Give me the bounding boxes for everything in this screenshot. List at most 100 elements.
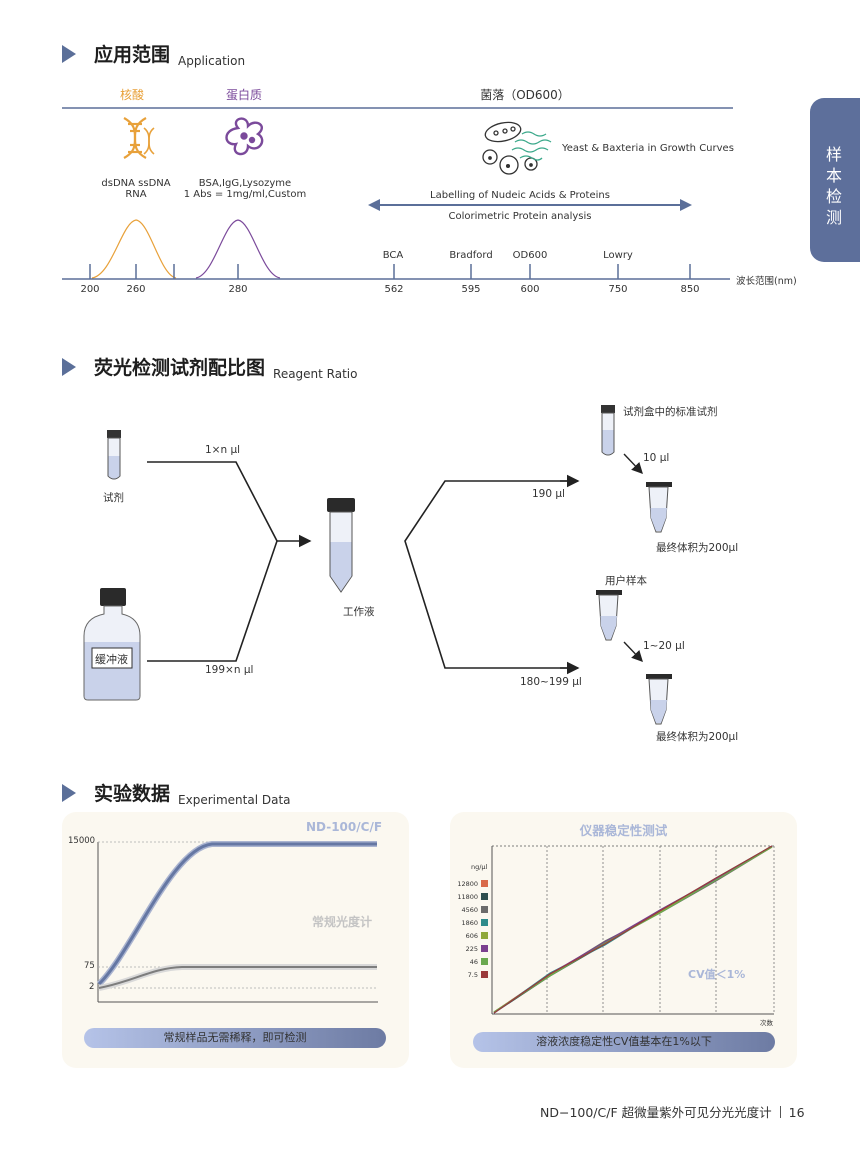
legend-item: 12800 <box>452 877 488 890</box>
legend-item-label: 225 <box>465 944 478 953</box>
nucleic-types-2: RNA <box>125 189 147 200</box>
legend-swatch <box>481 971 488 978</box>
working-tube-icon <box>327 498 355 593</box>
legend-item-label: 606 <box>465 931 478 940</box>
legend-item-label: 11800 <box>457 892 478 901</box>
vol-user-label: 1~20 µl <box>643 640 685 652</box>
comparison-panel <box>62 812 409 1068</box>
protein-types-2: 1 Abs = 1mg/ml,Custom <box>183 189 307 200</box>
comparison-caption-pill: 常规样品无需稀释，即可检测 <box>84 1028 386 1048</box>
section-application-title: 应用范围 Application <box>62 40 246 68</box>
tick-850: 850 <box>680 284 700 295</box>
section-title-en: Experimental Data <box>178 793 291 807</box>
stability-lines <box>493 845 773 1014</box>
legend-item-label: 7.5 <box>467 970 478 979</box>
eppendorf-tube-icon <box>646 674 672 725</box>
sample-tube-icon <box>596 590 622 641</box>
colony-icon <box>482 121 552 175</box>
section-experimental-title: 实验数据 Experimental Data <box>62 779 291 807</box>
labelling-label: Labelling of Nudeic Acids & Proteins <box>430 190 610 201</box>
reagent-vial-icon <box>107 430 121 480</box>
legend-item-label: 46 <box>469 957 478 966</box>
legend-swatch <box>481 919 488 926</box>
buffer-label: 缓冲液 <box>95 653 128 666</box>
section-title-cn: 应用范围 <box>94 44 171 66</box>
axis-ticks <box>89 264 691 279</box>
section-reagent-title: 荧光检测试剂配比图 Reagent Ratio <box>62 353 358 381</box>
section-title-en: Reagent Ratio <box>273 367 358 381</box>
section-title-en: Application <box>178 54 246 68</box>
footer-separator <box>779 1106 781 1118</box>
legend-swatch <box>481 945 488 952</box>
standard-vial-icon <box>601 405 615 456</box>
stability-legend: 12800 11800 4560 1860 606 225 46 7.5 <box>452 877 488 981</box>
legend-item: 1860 <box>452 916 488 929</box>
colorimetric-label: Colorimetric Protein analysis <box>448 211 592 222</box>
protein-icon <box>225 117 264 156</box>
marker-bca: BCA <box>382 250 404 261</box>
section-title-cn: 实验数据 <box>94 783 171 805</box>
triangle-bullet-icon <box>62 783 76 802</box>
legend-swatch <box>481 932 488 939</box>
user-sample-label: 用户样本 <box>605 575 647 587</box>
marker-od600: OD600 <box>512 250 548 261</box>
triangle-bullet-icon <box>62 357 76 376</box>
legend-swatch <box>481 906 488 913</box>
triangle-bullet-icon <box>62 44 76 63</box>
final-volume-label-2: 最终体积为200µl <box>656 731 739 743</box>
stability-panel <box>450 812 797 1068</box>
std-kit-label: 试剂盒中的标准试剂 <box>623 406 718 418</box>
legend-item-label: 4560 <box>461 905 478 914</box>
cv-label: CV值＜1% <box>688 968 746 981</box>
axis-label: 波长范围(nm) <box>736 276 797 287</box>
tick-750: 750 <box>608 284 628 295</box>
tick-280: 280 <box>228 284 248 295</box>
legend-nd100: ND-100/C/F <box>306 820 383 834</box>
eppendorf-tube-icon <box>646 482 672 533</box>
legend-item: 225 <box>452 942 488 955</box>
arrow-right-icon <box>680 199 692 211</box>
y-tick-75: 75 <box>84 961 95 971</box>
nucleic-types-1: dsDNA ssDNA <box>101 178 171 189</box>
category-nucleic: 核酸 <box>119 88 144 102</box>
working-label: 工作液 <box>343 606 375 618</box>
final-volume-label-1: 最终体积为200µl <box>656 542 739 554</box>
reagent-diagram <box>83 405 672 725</box>
buffer-bottle-icon <box>83 588 141 701</box>
x-axis-label: 次数 <box>760 1019 773 1027</box>
arrow-left-icon <box>368 199 380 211</box>
side-tab-label: 样本检测 <box>825 145 842 227</box>
tick-600: 600 <box>520 284 540 295</box>
vol-buffer-label: 199×n µl <box>205 664 254 676</box>
nd100-curve <box>97 842 377 986</box>
dna-icon <box>123 117 155 159</box>
legend-item: 46 <box>452 955 488 968</box>
category-protein: 蛋白质 <box>225 88 262 102</box>
legend-item: 606 <box>452 929 488 942</box>
section-title-cn: 荧光检测试剂配比图 <box>94 357 266 379</box>
conventional-curve <box>98 966 377 989</box>
footer-page-number: 16 <box>788 1105 805 1120</box>
tick-562: 562 <box>384 284 404 295</box>
legend-unit: ng/µl <box>471 863 488 871</box>
tick-200: 200 <box>80 284 100 295</box>
tick-595: 595 <box>461 284 481 295</box>
legend-conventional: 常规光度计 <box>312 915 373 929</box>
legend-item-label: 1860 <box>461 918 478 927</box>
legend-swatch <box>481 958 488 965</box>
legend-item: 7.5 <box>452 968 488 981</box>
tick-260: 260 <box>126 284 146 295</box>
conventional-curve-glow <box>98 964 377 991</box>
vol-std-label: 10 µl <box>643 452 670 464</box>
legend-swatch <box>481 893 488 900</box>
category-colony: 菌落（OD600） <box>480 88 570 102</box>
y-tick-15000: 15000 <box>68 836 96 846</box>
protein-types-1: BSA,IgG,Lysozyme <box>198 178 292 189</box>
legend-item: 4560 <box>452 903 488 916</box>
comparison-chart <box>96 841 378 1003</box>
vol-reagent-label: 1×n µl <box>205 444 241 456</box>
yeast-label: Yeast & Baxteria in Growth Curves <box>562 143 734 154</box>
stability-chart <box>491 845 775 1015</box>
protein-curve <box>195 219 281 279</box>
